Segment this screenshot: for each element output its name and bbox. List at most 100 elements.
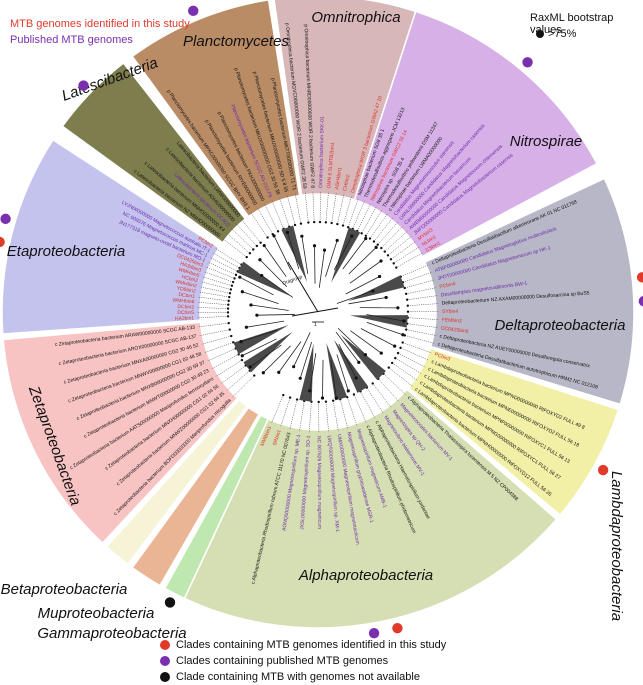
bootstrap-node [230,334,233,338]
leaf-branch [346,397,358,427]
marker-red-etaproteobacteria [0,236,5,248]
leaf-branch [202,276,232,286]
bootstrap-node [346,389,350,393]
collapsed-clade-wedge [237,261,291,296]
bootstrap-node [226,307,230,310]
leaf-label: WMHbin2 [175,279,198,289]
bootstrap-node [230,284,234,287]
leaf-branch [207,261,237,276]
leaf-branch [197,322,229,328]
internal-branch [261,275,293,298]
leaf-branch [390,240,417,260]
leaf-branch [395,357,423,375]
bootstrap-node [390,361,394,365]
leaf-branch [250,211,268,238]
bootstrap-node [394,356,397,360]
internal-branch [335,331,360,363]
clade-label-nitrospirae: Nitrospirae [510,133,583,150]
bootstrap-node [239,339,243,344]
leaf-branch [203,271,234,283]
internal-branch [309,353,317,391]
leaf-branch [393,246,420,264]
internal-branch [366,321,403,336]
internal-branch [360,328,395,347]
bootstrap-node [234,273,238,277]
bootstrap-node [233,277,236,280]
bootstrap-node [376,243,379,246]
bootstrap-node [261,371,265,375]
internal-branch [348,297,387,305]
clade-label-etaproteobacteria: Etaproteobacteria [7,243,125,260]
internal-branch [263,345,291,374]
bootstrap-node [252,248,255,251]
internal-branch [342,238,367,270]
bootstrap-node [371,289,375,293]
marker-black-gammaproteobacteria [164,597,176,608]
internal-branch [318,250,325,288]
leaf-branch [325,401,329,433]
header-published: Published MTB genomes [10,34,133,46]
leaf-branch [372,383,392,409]
leaf-branch [197,316,229,319]
leaf-branch [361,206,377,234]
leaf-branch [353,394,367,424]
leaf-branch [407,303,439,306]
leaf-branch [197,301,229,305]
leaf-label: OMN 6 SLMTB2bin1 [326,142,336,189]
internal-branch [250,344,282,368]
bootstrap-node [364,236,368,241]
leaf-branch [388,367,414,387]
internal-branch [325,240,338,277]
bootstrap-node [262,243,266,248]
leaf-branch [378,378,400,402]
bootstrap-node [380,246,383,250]
legend-item-identified: Clades containing MTB genomes identified… [160,639,446,651]
leaf-branch [400,347,430,361]
collapsed-clade-wedge [340,334,386,380]
bootstrap-node [240,354,244,358]
bootstrap-node [312,220,316,224]
black-dot-icon [160,672,170,682]
bootstrap-node [259,241,262,244]
leaf-branch [232,375,255,398]
leaf-label: CHbin2 [342,174,351,192]
leaf-label: PCbin3 [434,352,452,363]
bootstrap-node [386,254,390,257]
bootstrap-node [307,221,310,224]
clade-label-omnitrophica: Omnitrophica [311,9,400,26]
bootstrap-node [308,389,312,393]
marker-purple-planctomycetes [188,5,199,17]
bootstrap-node [334,396,338,400]
leaf-branch [205,266,235,279]
bootstrap-node [403,286,406,290]
internal-branch [348,247,377,275]
clade-label-gammaproteobacteria: Gammaproteobacteria [37,625,186,642]
leaf-branch [381,225,404,249]
bootstrap-node [404,292,408,296]
tree-branches [197,191,440,433]
leaf-branch [369,213,389,239]
internal-branch [287,232,300,270]
leaf-label: SRbin1 [272,429,283,447]
leaf-branch [387,235,413,256]
leaf-branch [221,237,247,258]
bootstrap-node [372,240,376,243]
internal-branch [366,314,405,322]
bootstrap-node [240,358,244,362]
leaf-branch [304,191,309,223]
leaf-branch [340,399,349,430]
leaf-branch [280,397,291,428]
bootstrap-node [379,259,383,263]
bootstrap-node [227,299,230,303]
bootstrap-node [392,262,395,265]
leaf-branch [396,252,424,268]
leaf-branch [199,329,230,336]
leaf-branch [240,218,261,243]
bootstrap-node [285,230,290,235]
leaf-branch [235,223,258,247]
leaf-branch [215,359,243,377]
bootstrap-node [228,328,231,331]
bootstrap-node [272,234,276,238]
collapsed-clade-wedge [349,315,408,328]
